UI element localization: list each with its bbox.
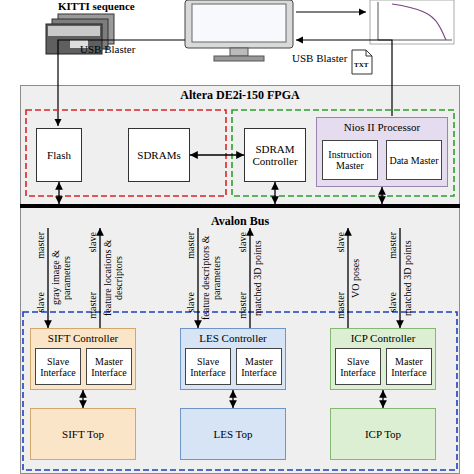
node-text: Slave Interface xyxy=(36,356,80,378)
file-fold xyxy=(366,50,372,56)
bus-connector xyxy=(274,182,275,204)
node-text: Slave Interface xyxy=(186,356,230,378)
port-role: slave xyxy=(387,292,398,313)
bus-connector xyxy=(347,228,348,328)
signal-label: feature descriptors & parameters xyxy=(201,234,222,322)
monitor-stand xyxy=(230,48,248,56)
controller-box: LES ControllerSlave Interface Master Inte… xyxy=(180,328,286,390)
link-label: USB Blaster xyxy=(292,52,347,64)
node-text: SDRAM Controller xyxy=(245,143,305,167)
node-text: ICP Controller xyxy=(351,332,416,344)
accelerator-group xyxy=(23,312,457,470)
file-shape xyxy=(352,50,372,74)
node-text: Instruction Master xyxy=(323,149,377,171)
controller-box: ICP ControllerSlave Interface Master Inte… xyxy=(330,328,436,390)
signal-label: matched 3D points xyxy=(403,234,414,322)
node-text: Avalon Bus xyxy=(211,215,269,228)
node-text: Data Master xyxy=(389,155,438,166)
signal-label: feature locations & descriptors xyxy=(103,234,124,322)
node-text: Master Interface xyxy=(237,356,281,378)
node-text: SDRAMs xyxy=(137,149,180,161)
node-text: Nios II Processor xyxy=(344,121,420,133)
bus-connector xyxy=(381,187,382,204)
interface-box: Master Interface xyxy=(386,348,432,385)
node-text: SIFT Top xyxy=(62,428,104,440)
interface-box: Master Interface xyxy=(236,348,282,385)
plot-axes xyxy=(378,2,452,40)
processor-box: Nios II ProcessorInstruction Master Data … xyxy=(316,117,448,187)
node-text: LES Top xyxy=(213,428,252,440)
port-role: master xyxy=(387,232,398,259)
node-text: Slave Interface xyxy=(336,356,380,378)
node-text: SIFT Controller xyxy=(48,332,118,344)
file-type: TXT xyxy=(354,61,368,69)
controller-box: SIFT ControllerSlave Interface Master Int… xyxy=(30,328,136,390)
port-role: master xyxy=(87,292,98,319)
bus-connector xyxy=(99,228,100,328)
memory-group xyxy=(26,110,226,196)
bus-connector xyxy=(190,154,244,155)
link-label: USB Blaster xyxy=(80,43,135,55)
node-text: LES Controller xyxy=(199,332,267,344)
node-text: Altera DE2i-150 FPGA xyxy=(180,89,299,102)
controller-box: SDRAM Controller xyxy=(244,128,306,182)
node-text: Master Interface xyxy=(387,356,431,378)
core-box: ICP Top xyxy=(330,408,436,460)
computer-monitor xyxy=(185,0,293,61)
monitor-body xyxy=(185,0,293,48)
sequence-label: KITTI sequence xyxy=(58,0,135,12)
port-role: slave xyxy=(35,292,46,313)
core-box: SIFT Top xyxy=(30,408,136,460)
interface-box: Slave Interface xyxy=(185,348,231,385)
memory-box: SDRAMs xyxy=(128,128,190,182)
usb-link xyxy=(58,40,185,126)
port-role: master xyxy=(237,292,248,319)
node-text: Master Interface xyxy=(87,356,131,378)
bus-connector xyxy=(232,390,233,408)
core-box: LES Top xyxy=(180,408,286,460)
bus-connector xyxy=(82,390,83,408)
monitor-base xyxy=(214,56,264,61)
board-frame: Altera DE2i-150 FPGA Flash SDRAMs SDRAM Con… xyxy=(20,85,460,474)
signal-label: VO poses xyxy=(351,234,362,322)
txt-file-icon xyxy=(352,50,372,74)
master-port: Data Master xyxy=(386,140,442,180)
memory-box: Flash xyxy=(36,128,82,182)
plot-curve xyxy=(392,4,446,40)
node-text: Flash xyxy=(47,149,71,161)
port-role: slave xyxy=(87,232,98,253)
bus-connector xyxy=(197,228,198,328)
trajectory-plot xyxy=(370,0,454,44)
port-role: slave xyxy=(185,292,196,313)
output-arrow xyxy=(296,11,366,12)
bus-band: Avalon Bus xyxy=(20,204,460,228)
monitor-screen xyxy=(192,4,286,42)
port-role: master xyxy=(35,232,46,259)
processor-group xyxy=(232,110,454,196)
signal-label: gray image & parameters xyxy=(51,234,72,322)
plot-frame xyxy=(370,0,454,44)
port-role: master xyxy=(335,292,346,319)
interface-box: Master Interface xyxy=(86,348,132,385)
interface-box: Slave Interface xyxy=(335,348,381,385)
port-role: slave xyxy=(335,232,346,253)
interface-box: Slave Interface xyxy=(35,348,81,385)
master-port: Instruction Master xyxy=(322,140,378,180)
bus-connector xyxy=(47,228,48,328)
port-role: slave xyxy=(237,232,248,253)
node-text: ICP Top xyxy=(365,428,401,440)
signal-label: matched 3D points xyxy=(253,234,264,322)
port-role: master xyxy=(185,232,196,259)
bus-connector xyxy=(399,228,400,328)
bus-connector xyxy=(249,228,250,328)
bus-connector xyxy=(382,390,383,408)
bus-connector xyxy=(58,182,59,204)
usb-link xyxy=(296,40,392,116)
frame-sky xyxy=(48,26,100,36)
